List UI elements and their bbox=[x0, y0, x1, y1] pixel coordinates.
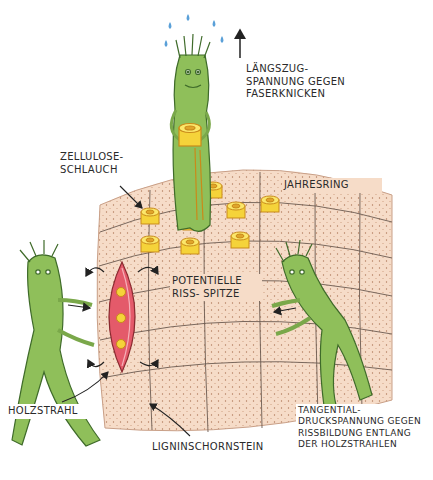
cellulose-label: ZELLULOSE- SCHLAUCH bbox=[58, 150, 140, 177]
annual-ring-label: JAHRESRING bbox=[282, 178, 382, 193]
wood-ray-label: HOLZSTRAHL bbox=[6, 404, 96, 419]
tension-label: LÄNGSZUG- SPANNUNG GEGEN FASERKNICKEN bbox=[244, 62, 356, 102]
compression-label: TANGENTIAL- DRUCKSPANNUNG GEGEN RISSBILD… bbox=[296, 404, 428, 451]
crack-tip-label: POTENTIELLE RISS- SPITZE bbox=[170, 274, 262, 301]
lignin-label: LIGNINSCHORNSTEIN bbox=[150, 440, 290, 455]
